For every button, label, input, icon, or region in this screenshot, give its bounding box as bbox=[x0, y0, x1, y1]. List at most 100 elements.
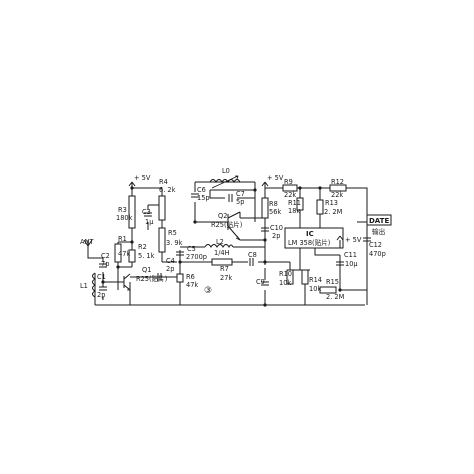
r15-value: 2. 2M bbox=[326, 293, 345, 301]
r8-value: 56k bbox=[269, 208, 281, 216]
c10-capacitor bbox=[261, 227, 269, 232]
ant-label: ANT bbox=[80, 238, 94, 246]
r4-name: R4 bbox=[159, 178, 168, 186]
r7-name: R7 bbox=[220, 265, 229, 273]
q2-value: R25(贴片) bbox=[211, 220, 242, 229]
l1-label: L1 bbox=[80, 282, 88, 290]
date-output-box bbox=[366, 214, 392, 226]
r7-resistor bbox=[211, 258, 233, 266]
r12-value: 22k bbox=[331, 191, 343, 199]
vcc-mid-arrow bbox=[261, 181, 269, 187]
r15-name: R15 bbox=[326, 278, 339, 286]
ic-name: IC bbox=[306, 230, 314, 238]
r6-value: 47k bbox=[186, 281, 198, 289]
r6-resistor bbox=[176, 273, 184, 283]
ic-value: LM 358(贴片) bbox=[288, 238, 330, 247]
c5-value: 2700p bbox=[186, 253, 207, 261]
c2-value: 7p bbox=[101, 260, 109, 268]
c7-value: 5p bbox=[236, 198, 244, 206]
r5-name: R5 bbox=[168, 229, 177, 237]
c12-name: C12 bbox=[369, 241, 382, 249]
r13-resistor bbox=[316, 199, 324, 215]
r1-bottom-wire bbox=[117, 262, 132, 272]
r9-resistor bbox=[282, 184, 298, 192]
c11-value: 10μ bbox=[345, 260, 358, 268]
c7-capacitor bbox=[228, 194, 233, 202]
vcc-mid-label: + 5V bbox=[267, 174, 284, 182]
r3-resistor bbox=[128, 195, 136, 229]
c1-name: C1 bbox=[97, 273, 106, 281]
q1-value: R25(贴片) bbox=[136, 274, 167, 283]
r2-name: R2 bbox=[138, 243, 147, 251]
r4-r5-wire bbox=[148, 204, 177, 263]
r10-name: R10 bbox=[279, 270, 292, 278]
vcc-left-label: + 5V bbox=[134, 174, 151, 182]
c1-capacitor bbox=[99, 286, 107, 291]
c3-name: C3 bbox=[142, 208, 151, 216]
component-labels: + 5V + 5V + 5V ANT L1 C1 2p C2 7p R1 47k… bbox=[80, 167, 389, 301]
c6-value: 15p bbox=[197, 194, 210, 202]
vcc-left-wire bbox=[131, 182, 163, 196]
ic-box bbox=[284, 227, 344, 249]
c3-capacitor bbox=[144, 212, 152, 217]
r14-name: R14 bbox=[309, 276, 322, 284]
c10-value: 2p bbox=[272, 232, 280, 240]
q1-wire bbox=[117, 272, 165, 300]
r9-value: 22k bbox=[284, 191, 296, 199]
r14-value: 10k bbox=[309, 285, 321, 293]
c6-capacitor bbox=[191, 193, 199, 198]
r7-value: 27k bbox=[220, 274, 232, 282]
c7-wire bbox=[209, 189, 255, 199]
c6-name: C6 bbox=[197, 186, 206, 194]
c2-name: C2 bbox=[101, 252, 110, 260]
output-wire bbox=[357, 221, 368, 236]
r1-name: R1 bbox=[118, 235, 127, 243]
l2-value: 1/4H bbox=[214, 249, 230, 257]
r3-value: 180k bbox=[116, 214, 133, 222]
l2-name: L2 bbox=[216, 238, 224, 246]
q1-name: Q1 bbox=[142, 266, 151, 274]
l2-r7-wire bbox=[180, 246, 265, 263]
ic-wire bbox=[289, 246, 341, 290]
r4-resistor bbox=[158, 195, 166, 221]
c9-capacitor bbox=[261, 281, 269, 286]
r11-resistor bbox=[296, 197, 304, 211]
l1-inductor bbox=[92, 272, 96, 298]
r2-resistor bbox=[128, 249, 136, 263]
l2-inductor bbox=[204, 244, 234, 249]
r11-value: 18k bbox=[288, 207, 300, 215]
c9-name: C9 bbox=[256, 278, 265, 286]
r14-resistor bbox=[301, 269, 309, 285]
r8-name: R8 bbox=[269, 200, 278, 208]
r4-value: 6. 2k bbox=[159, 186, 176, 194]
c4-name: C4 bbox=[166, 257, 175, 265]
r15-resistor bbox=[319, 286, 337, 294]
q2-transistor bbox=[220, 211, 241, 241]
output-label: 输出 bbox=[372, 227, 385, 236]
c8-capacitor bbox=[249, 258, 254, 266]
r8-wire bbox=[264, 182, 280, 240]
q1-transistor bbox=[118, 273, 131, 291]
c1-value: 2p bbox=[97, 291, 105, 299]
vcc-ic-arrow bbox=[336, 235, 344, 248]
r5-resistor bbox=[158, 227, 166, 253]
c2-capacitor bbox=[99, 263, 107, 268]
c8-c9-wire bbox=[258, 261, 290, 305]
c10-name: C10 bbox=[270, 224, 283, 232]
c4-value: 2p bbox=[166, 265, 174, 273]
r2-value: 5. 1k bbox=[138, 252, 155, 260]
r10-resistor bbox=[286, 269, 294, 285]
r1-resistor bbox=[114, 243, 122, 263]
c5-capacitor bbox=[176, 251, 184, 256]
c8-name: C8 bbox=[248, 251, 257, 259]
r11-name: R11 bbox=[288, 199, 301, 207]
r13-value: 2. 2M bbox=[324, 208, 343, 216]
c12-capacitor bbox=[363, 237, 371, 242]
c5-name: C5 bbox=[187, 245, 196, 253]
r8-resistor bbox=[261, 197, 269, 219]
c3-value: 1μ bbox=[145, 218, 154, 226]
ground-rail bbox=[94, 297, 368, 306]
r5-value: 3. 9k bbox=[166, 239, 183, 247]
r9-name: R9 bbox=[284, 178, 293, 186]
